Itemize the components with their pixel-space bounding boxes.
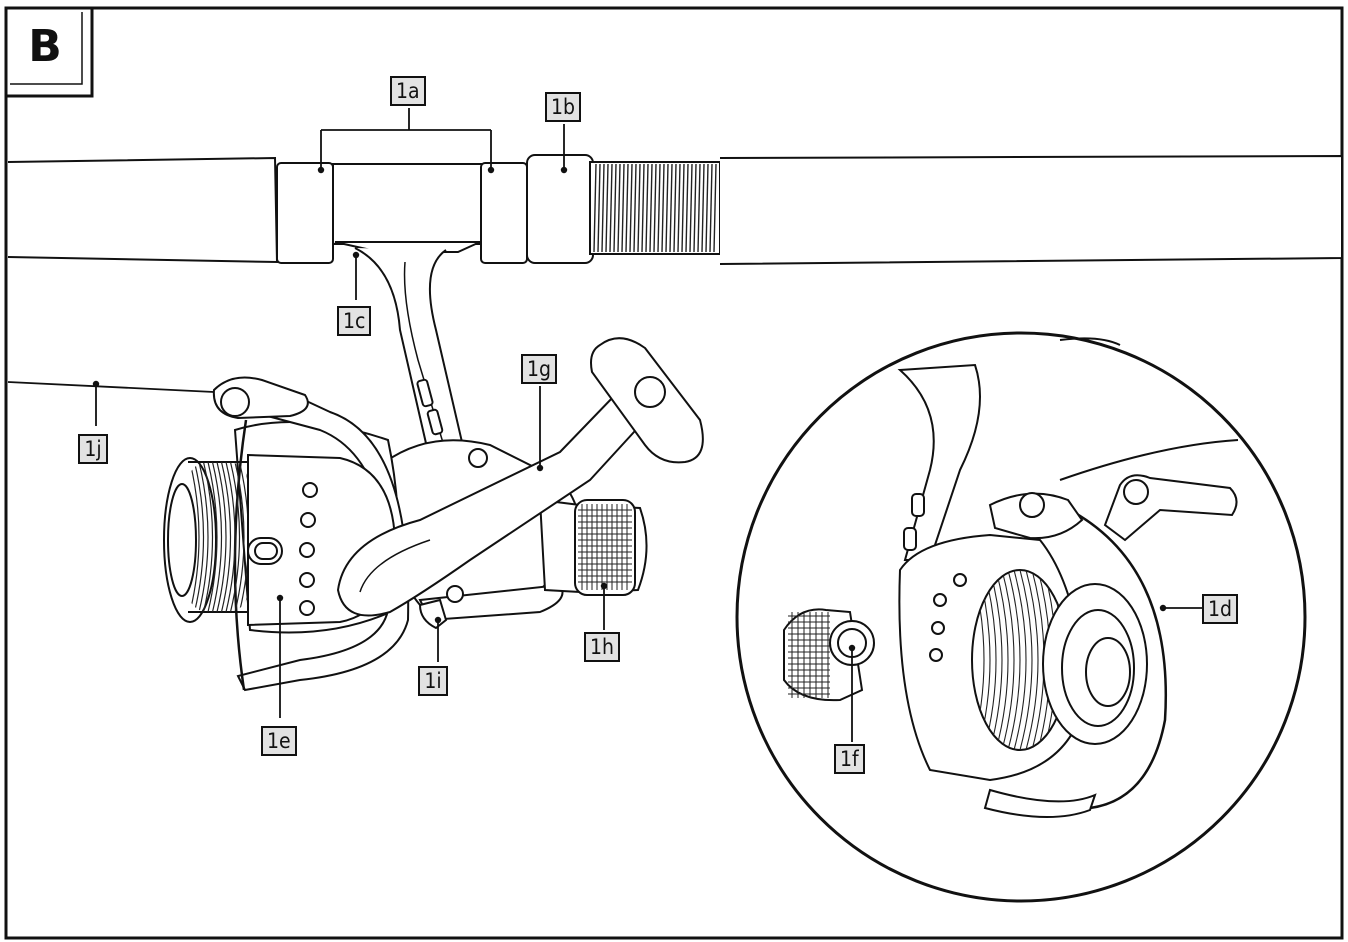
reel-stem — [354, 247, 467, 457]
texture-line — [983, 570, 997, 750]
detail-rotor-holes — [929, 573, 967, 662]
anti-reverse-lever — [418, 598, 448, 630]
body-screw-lower — [446, 585, 464, 603]
texture-line — [649, 163, 653, 253]
locking-nut — [526, 154, 594, 264]
texture-line — [193, 462, 205, 612]
texture-line — [207, 462, 218, 612]
texture-line — [211, 462, 223, 612]
texture-line — [605, 163, 609, 253]
callout-1i: 1i — [418, 666, 448, 696]
crank-arm — [336, 393, 647, 617]
reel — [163, 241, 704, 692]
texture-line — [216, 462, 227, 612]
callout-1b: 1b — [545, 92, 582, 122]
texture-line — [633, 163, 637, 253]
texture-line — [220, 462, 232, 612]
fishing-line — [7, 381, 215, 393]
detail-bail-wire — [1059, 503, 1167, 810]
handle-knob-cap — [634, 376, 666, 408]
texture-line — [989, 570, 1003, 750]
callout-1j: 1j — [78, 434, 108, 464]
texture-line — [661, 163, 665, 253]
crank-arm-inner — [359, 539, 431, 593]
callout-1a: 1a — [390, 76, 426, 106]
texture-line — [657, 163, 661, 253]
texture-line — [1019, 570, 1033, 750]
reel-seat-ring-right — [480, 162, 528, 264]
texture-line — [198, 462, 209, 612]
texture-line — [234, 462, 245, 612]
texture-line — [621, 163, 625, 253]
rod-right-blank — [719, 154, 1343, 265]
texture-line — [593, 163, 597, 253]
body-screw — [468, 448, 488, 468]
texture-line — [669, 163, 673, 253]
callout-1d: 1d — [1202, 594, 1239, 624]
figure-letter: B — [28, 21, 62, 72]
texture-line — [637, 163, 641, 253]
texture-line — [709, 163, 713, 253]
texture-line — [641, 163, 645, 253]
rear-drag-knurl — [578, 504, 632, 590]
detail-rod — [1059, 337, 1121, 346]
texture-line — [189, 462, 200, 612]
texture-line — [225, 462, 236, 612]
texture-line — [685, 163, 689, 253]
texture-line — [601, 163, 605, 253]
texture-line — [705, 163, 709, 253]
texture-line — [697, 163, 701, 253]
bail-wire — [233, 419, 248, 691]
texture-line — [229, 462, 241, 612]
rod-thread-lines — [593, 163, 717, 253]
texture-line — [629, 163, 633, 253]
callout-1c: 1c — [337, 306, 372, 336]
texture-line — [202, 462, 214, 612]
letter-tab-inner — [10, 12, 83, 85]
texture-line — [1025, 570, 1039, 750]
texture-line — [609, 163, 613, 253]
texture-line — [995, 570, 1009, 750]
texture-line — [677, 163, 681, 253]
reel-seat-barrel — [332, 163, 484, 245]
callout-1g: 1g — [521, 354, 558, 384]
texture-line — [1007, 570, 1021, 750]
texture-line — [617, 163, 621, 253]
texture-line — [613, 163, 617, 253]
texture-line — [1001, 570, 1015, 750]
detail-bail-arm — [983, 788, 1097, 819]
rod-left-handle — [7, 156, 279, 264]
reel-stem-inner — [403, 261, 445, 447]
texture-line — [653, 163, 657, 253]
texture-line — [238, 462, 248, 612]
figure-frame — [4, 6, 1344, 940]
detail-view — [735, 331, 1307, 903]
texture-line — [693, 163, 697, 253]
callout-1h: 1h — [584, 632, 620, 662]
rod — [7, 154, 1343, 265]
reel-seat-ring-left — [276, 162, 334, 264]
leader-1a — [320, 108, 492, 168]
callout-1e: 1e — [261, 726, 297, 756]
letter-tab-border — [6, 8, 94, 98]
detail-knurl — [788, 612, 830, 698]
texture-line — [625, 163, 629, 253]
texture-line — [597, 163, 601, 253]
leader-lines — [95, 108, 1202, 742]
texture-line — [673, 163, 677, 253]
texture-line — [645, 163, 649, 253]
rear-drag-knob — [574, 499, 636, 596]
leader-dots — [92, 166, 1167, 652]
texture-line — [689, 163, 693, 253]
texture-line — [701, 163, 705, 253]
skirt-holes — [299, 482, 318, 616]
texture-line — [665, 163, 669, 253]
callout-1f: 1f — [834, 744, 865, 774]
texture-line — [1013, 570, 1027, 750]
texture-line — [681, 163, 685, 253]
texture-line — [713, 163, 717, 253]
